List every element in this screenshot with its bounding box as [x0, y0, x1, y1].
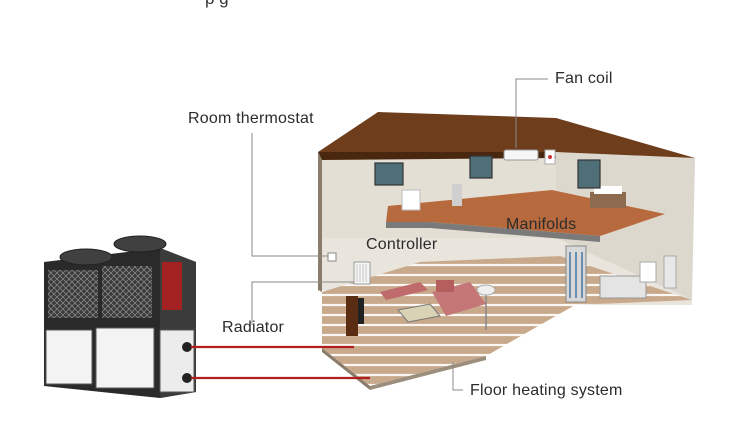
label-controller: Controller — [366, 236, 438, 253]
label-radiator: Radiator — [222, 319, 285, 336]
leader-radiator — [251, 281, 354, 325]
label-room-thermostat: Room thermostat — [188, 110, 314, 127]
leader-lines — [251, 78, 548, 391]
house-cutaway — [318, 112, 695, 390]
coffee-table — [397, 303, 441, 323]
brand-panel — [162, 262, 182, 310]
heat-pump-unit — [44, 235, 196, 398]
roof — [318, 112, 695, 158]
sofa-small — [380, 282, 428, 300]
leader-fan-coil — [515, 78, 548, 148]
leader-room-thermostat — [251, 133, 328, 257]
label-fan-coil: Fan coil — [555, 70, 613, 87]
label-manifolds: Manifolds — [506, 216, 577, 233]
label-floor-heating-system: Floor heating system — [470, 382, 623, 399]
fan-coil-unit — [503, 149, 539, 161]
clipped-top-text: p g — [205, 0, 229, 9]
thermostat-unit — [327, 252, 337, 262]
tv-cabinet — [346, 296, 358, 336]
radiator-unit — [353, 261, 371, 285]
connecting-pipes — [191, 345, 370, 380]
leader-floor-heating — [452, 362, 463, 391]
